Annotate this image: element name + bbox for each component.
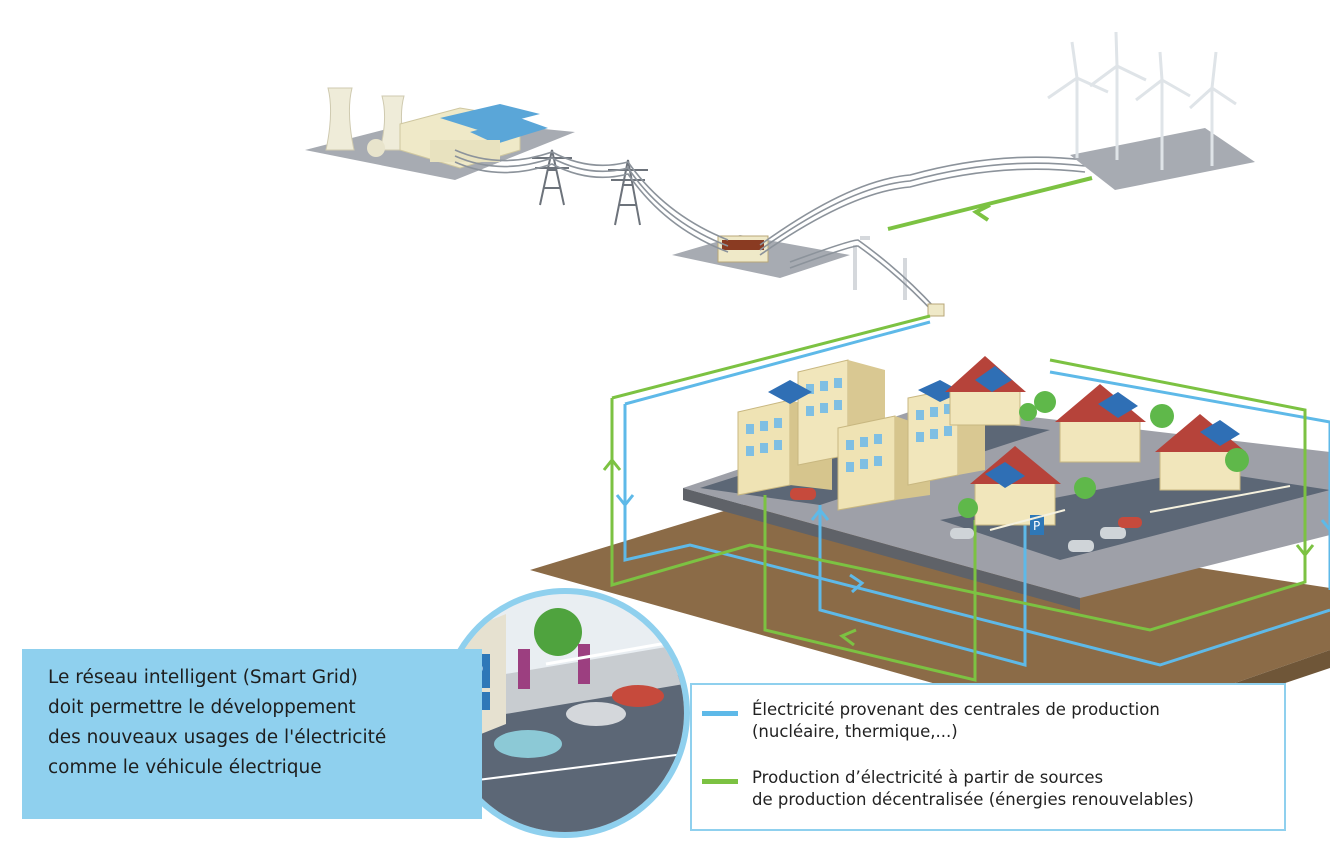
svg-text:P: P [1033,519,1040,533]
legend-swatch-blue [702,711,738,716]
smart-grid-callout: Le réseau intelligent (Smart Grid) doit … [22,649,482,819]
legend-line: (nucléaire, thermique,...) [752,722,958,741]
legend-line: Électricité provenant des centrales de p… [752,700,1160,719]
legend-text: Électricité provenant des centrales de p… [752,699,1160,743]
apartment-buildings [737,359,985,511]
legend-line: Production d’électricité à partir de sou… [752,768,1104,787]
legend: Électricité provenant des centrales de p… [690,683,1286,831]
flow-arrows [602,457,1330,647]
legend-item-central: Électricité provenant des centrales de p… [702,699,1160,743]
callout-line: doit permettre le développement [48,697,356,718]
transmission-poles [853,236,907,300]
substation-icon [672,235,850,278]
callout-line: des nouveaux usages de l'électricité [48,727,387,748]
legend-text: Production d’électricité à partir de sou… [752,767,1194,811]
solar-panel-icon [768,380,812,404]
decentral-feed-line [887,176,1093,231]
wind-turbine-icon [1047,31,1255,190]
power-plant-icon [305,87,575,180]
legend-line: de production décentralisée (énergies re… [752,790,1194,809]
substation-feed-line [611,314,931,406]
transmission-lines [454,149,1086,315]
callout-line: Le réseau intelligent (Smart Grid) [48,667,358,688]
zoom-detail-illustration: P [446,608,684,832]
fences [989,485,1291,531]
decentral-loop-lines [610,358,1307,682]
parking-icon: P [1030,515,1044,535]
central-loop-lines [623,370,1330,667]
callout-line: comme le véhicule électrique [48,757,322,778]
legend-item-decentral: Production d’électricité à partir de sou… [702,767,1194,811]
pylon-icon [532,149,648,226]
legend-swatch-green [702,779,738,784]
houses [945,356,1246,526]
trees [958,391,1249,518]
car-icon [790,488,1142,552]
